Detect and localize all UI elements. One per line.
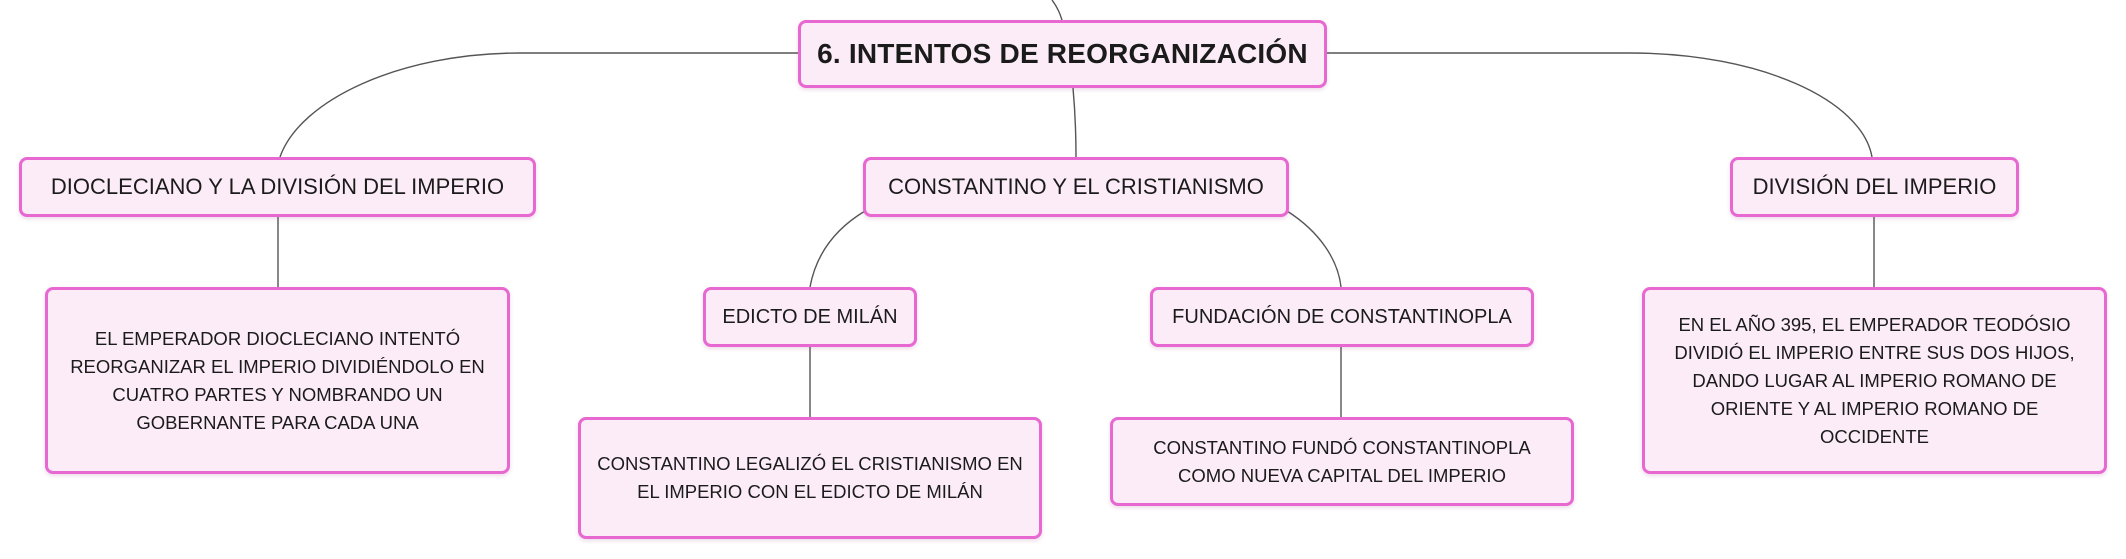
detail-node-edicto[interactable]: CONSTANTINO LEGALIZÓ EL CRISTIANISMO EN … — [578, 417, 1042, 539]
connector-root-to-diocleciano — [279, 52, 798, 158]
detail-node-division[interactable]: EN EL AÑO 395, EL EMPERADOR TEODÓSIO DIV… — [1642, 287, 2107, 474]
branch-node-diocleciano-label: DIOCLECIANO Y LA DIVISIÓN DEL IMPERIO — [50, 174, 505, 199]
connector-constantino-to-fundacion — [1286, 210, 1342, 288]
root-node[interactable]: 6. INTENTOS DE REORGANIZACIÓN — [798, 20, 1327, 88]
detail-node-edicto-text: CONSTANTINO LEGALIZÓ EL CRISTIANISMO EN … — [597, 453, 1023, 502]
subbranch-node-edicto[interactable]: EDICTO DE MILÁN — [703, 287, 917, 347]
detail-node-division-text: EN EL AÑO 395, EL EMPERADOR TEODÓSIO DIV… — [1674, 313, 2075, 447]
connector-constantino-to-edicto — [809, 210, 866, 288]
connector-root-to-division — [1326, 52, 1873, 158]
detail-node-diocleciano[interactable]: EL EMPERADOR DIOCLECIANO INTENTÓ REORGAN… — [45, 287, 510, 474]
detail-node-fundacion[interactable]: CONSTANTINO FUNDÓ CONSTANTINOPLA COMO NU… — [1110, 417, 1574, 506]
branch-node-diocleciano[interactable]: DIOCLECIANO Y LA DIVISIÓN DEL IMPERIO — [19, 157, 536, 217]
connector-parent-to-root — [1051, 0, 1063, 21]
branch-node-constantino[interactable]: CONSTANTINO Y EL CRISTIANISMO — [863, 157, 1289, 217]
branch-node-division-label: DIVISIÓN DEL IMPERIO — [1752, 174, 1997, 199]
connector-root-to-constantino — [1072, 87, 1077, 158]
subbranch-node-fundacion[interactable]: FUNDACIÓN DE CONSTANTINOPLA — [1150, 287, 1534, 347]
branch-node-constantino-label: CONSTANTINO Y EL CRISTIANISMO — [888, 174, 1264, 199]
detail-node-diocleciano-text: EL EMPERADOR DIOCLECIANO INTENTÓ REORGAN… — [70, 327, 485, 433]
branch-node-division[interactable]: DIVISIÓN DEL IMPERIO — [1730, 157, 2019, 217]
subbranch-node-fundacion-label: FUNDACIÓN DE CONSTANTINOPLA — [1172, 305, 1512, 328]
detail-node-fundacion-text: CONSTANTINO FUNDÓ CONSTANTINOPLA COMO NU… — [1153, 436, 1531, 486]
root-node-label: 6. INTENTOS DE REORGANIZACIÓN — [817, 38, 1308, 69]
subbranch-node-edicto-label: EDICTO DE MILÁN — [722, 305, 898, 328]
